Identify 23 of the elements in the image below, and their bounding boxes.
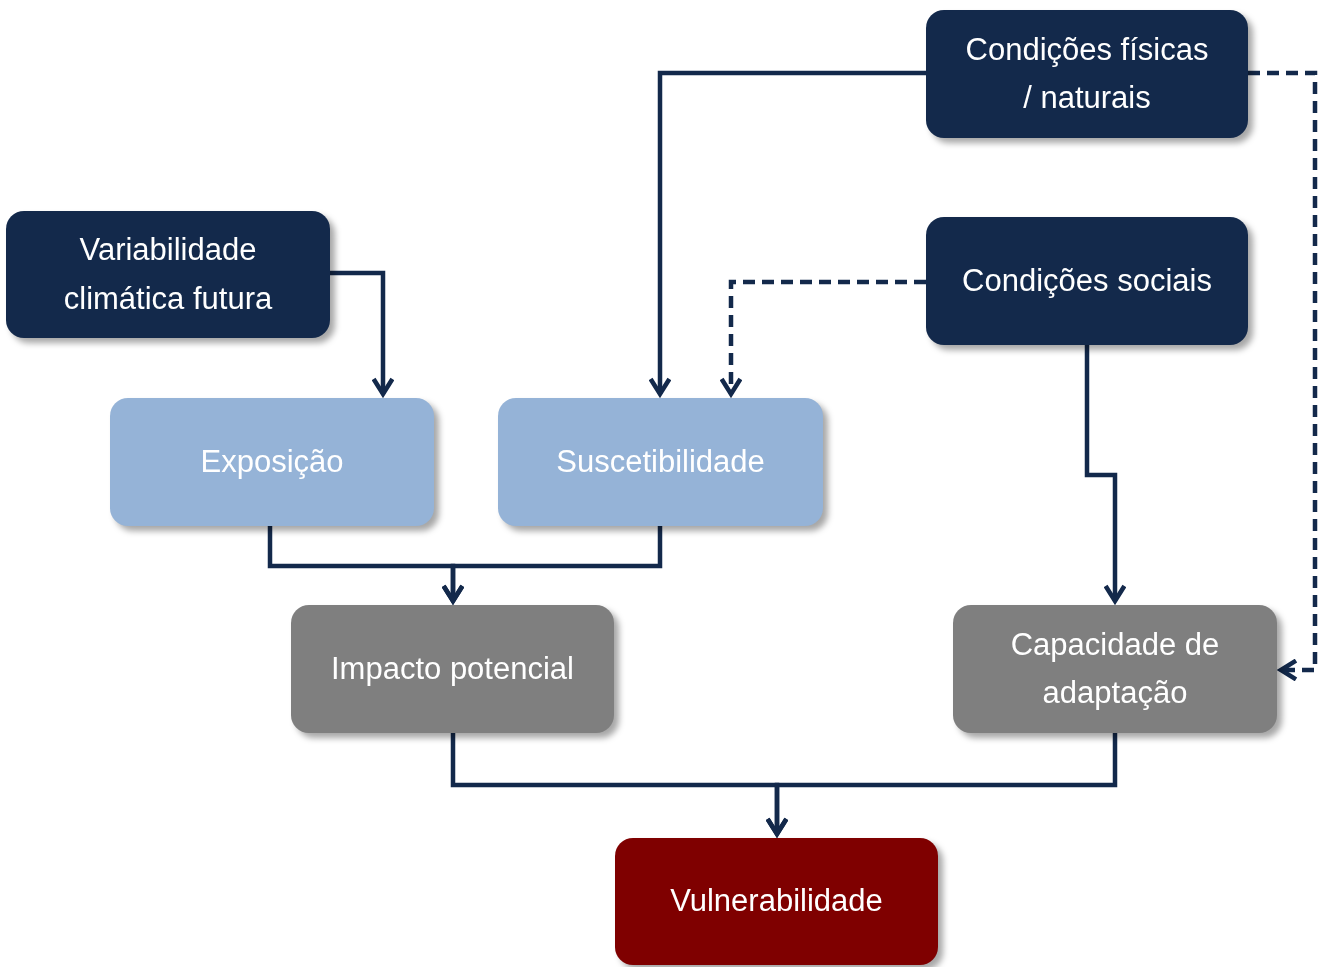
arrow bbox=[330, 270, 395, 397]
factor-box bbox=[110, 398, 434, 526]
arrow bbox=[648, 70, 926, 397]
component-box bbox=[291, 605, 614, 733]
result-box bbox=[615, 838, 938, 965]
arrow bbox=[1248, 70, 1318, 682]
driver-box bbox=[926, 217, 1248, 345]
box-label: Vulnerabilidade bbox=[670, 882, 883, 921]
driver-box bbox=[6, 211, 330, 338]
driver-box bbox=[926, 10, 1248, 138]
box-label: Capacidade de adaptação bbox=[1009, 625, 1221, 712]
box-label: Impacto potencial bbox=[331, 649, 574, 688]
box-label: Exposição bbox=[200, 442, 344, 481]
arrow bbox=[1084, 345, 1127, 604]
arrow bbox=[441, 526, 663, 604]
arrow bbox=[719, 279, 926, 397]
component-box bbox=[953, 605, 1277, 733]
box-label: Condições sociais bbox=[962, 261, 1212, 300]
box-label: Condições físicas / naturais bbox=[964, 30, 1210, 117]
box-label: Variabilidade climática futura bbox=[62, 231, 274, 318]
arrow bbox=[765, 733, 1118, 837]
box-label: Suscetibilidade bbox=[556, 442, 765, 481]
factor-box bbox=[498, 398, 823, 526]
